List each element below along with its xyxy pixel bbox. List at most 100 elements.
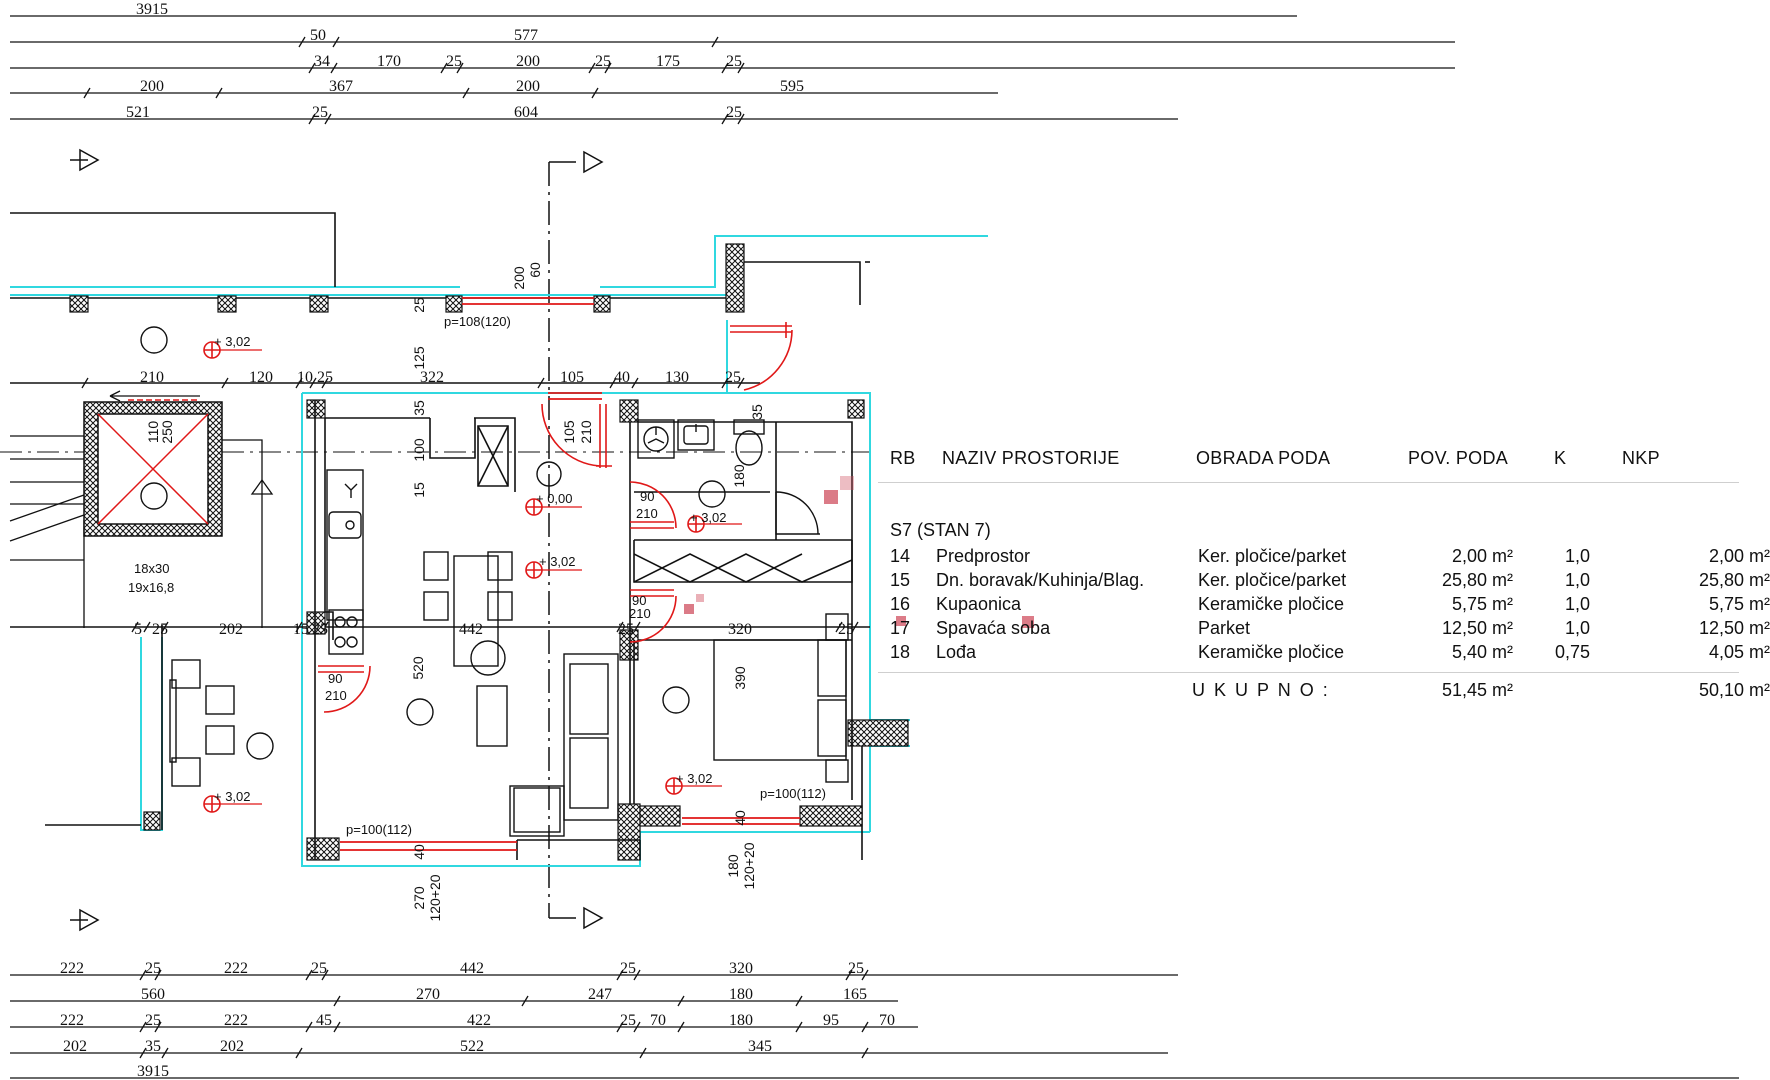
elevator-shaft (83, 399, 223, 537)
legend-cell-floor: Keramičke pločice (1198, 594, 1345, 614)
legend-cell-name: Spavaća soba (936, 618, 1051, 638)
dims-bottom-label: 25 (620, 1012, 636, 1029)
legend-cell-area: 5,40 m² (1451, 642, 1513, 662)
dims-vertical-label: 15 (411, 482, 427, 498)
dims-mid-label: 5 (134, 621, 142, 638)
legend-row: 18 Lođa Keramičke pločice 5,40 m² 0,75 4,05 m… (878, 642, 1770, 666)
top-dimension-lines (10, 15, 1455, 120)
dims-vertical-label: 35 (411, 400, 427, 416)
dims-mid-label: 25 (725, 369, 741, 386)
dims-top-label: 25 (595, 53, 611, 70)
legend-cell-area: 2,00 m² (1451, 546, 1513, 566)
levels-label: + 3,02 (539, 554, 576, 569)
level-markers (203, 341, 705, 813)
plan-labels-label: p=100(112) (760, 786, 826, 801)
dims-bottom-label: 3915 (137, 1063, 169, 1080)
dims-vertical-label: 120+20 (427, 874, 443, 921)
dims-bottom-label: 45 (316, 1012, 332, 1029)
dims-bottom-label: 560 (141, 986, 165, 1003)
watermark-marks (684, 476, 1034, 628)
legend-cell-area: 5,75 m² (1451, 594, 1513, 614)
legend-cell-k: 1,0 (1564, 546, 1590, 566)
dims-top-label: 367 (329, 78, 353, 95)
dims-vertical-label: 390 (732, 666, 748, 690)
room-legend-table: RB NAZIV PROSTORIJE OBRADA PODA POV. POD… (878, 440, 1770, 710)
dims-vertical-label: 40 (732, 810, 748, 826)
dims-vertical-label: 180 (731, 464, 747, 488)
dims-top-label: 25 (726, 53, 742, 70)
legend-cell-name: Predprostor (936, 546, 1031, 566)
dims-vertical-label: 35 (749, 404, 765, 420)
dims-top-label: 25 (312, 104, 328, 121)
dims-top-label: 521 (126, 104, 150, 121)
legend-cell-k: 1,0 (1564, 594, 1590, 614)
plan-labels-label: 90 (640, 489, 654, 504)
header-rb: RB (890, 448, 916, 468)
plan-labels-label: 19x16,8 (128, 580, 174, 595)
dims-vertical-label: 200 (511, 266, 527, 290)
dims-vertical-label: 210 (578, 420, 594, 444)
legend-cell-nkp: 4,05 m² (1708, 642, 1770, 662)
dims-vertical-label: 250 (159, 420, 175, 444)
dims-top-label: 34 (314, 53, 330, 70)
levels-label: + 3,02 (676, 771, 713, 786)
section-label: S7 (STAN 7) (890, 520, 991, 540)
dims-top-label: 595 (780, 78, 804, 95)
dims-mid-label: 442 (459, 621, 483, 638)
plan-labels-label: p=100(112) (346, 822, 412, 837)
legend-cell-rb: 15 (890, 570, 911, 590)
section-markers (70, 148, 604, 932)
plan-labels-label: 18x30 (134, 561, 169, 576)
dims-mid-label: 210 (140, 369, 164, 386)
dims-top-label: 170 (377, 53, 401, 70)
level-underlines (220, 349, 742, 805)
legend-cell-k: 0,75 (1554, 642, 1590, 662)
dims-bottom-label: 165 (843, 986, 867, 1003)
legend-cell-rb: 18 (890, 642, 911, 662)
dims-mid-label: 105 (560, 369, 584, 386)
total-nkp: 50,10 m² (1698, 680, 1770, 700)
furniture (169, 551, 849, 837)
plan-labels-label: 210 (325, 688, 347, 703)
legend-cell-floor: Ker. pločice/parket (1198, 546, 1347, 566)
dims-bottom-label: 25 (848, 960, 864, 977)
dims-mid-label: 25 (312, 621, 328, 638)
dims-mid-label: 320 (728, 621, 752, 638)
plan-labels-label: 210 (629, 606, 651, 621)
dims-bottom-label: 180 (729, 1012, 753, 1029)
dims-bottom-label: 345 (748, 1038, 772, 1055)
dims-vertical-label: 120+20 (741, 842, 757, 889)
dims-vertical-label: 180 (725, 854, 741, 878)
dims-bottom-label: 25 (145, 960, 161, 977)
interior-walls (314, 400, 853, 860)
dims-bottom-label: 70 (650, 1012, 666, 1029)
legend-cell-rb: 17 (890, 618, 911, 638)
legend-cell-name: Dn. boravak/Kuhinja/Blag. (936, 570, 1145, 590)
legend-cell-nkp: 2,00 m² (1708, 546, 1770, 566)
dims-top-label: 200 (140, 78, 164, 95)
dims-bottom-label: 320 (729, 960, 753, 977)
doors (318, 322, 793, 713)
kitchen-fixtures (326, 469, 364, 655)
legend-cell-floor: Parket (1198, 618, 1251, 638)
levels-label: + 0,00 (536, 491, 573, 506)
room-markers (140, 326, 726, 760)
legend-cell-nkp: 5,75 m² (1708, 594, 1770, 614)
header-floor: OBRADA PODA (1196, 448, 1331, 468)
dims-mid-label: 322 (420, 369, 444, 386)
legend-cell-floor: Keramičke pločice (1198, 642, 1345, 662)
dims-vertical-label: 60 (527, 262, 543, 278)
windows (340, 297, 800, 851)
dims-bottom-label: 25 (145, 1012, 161, 1029)
door-bathroom-black (775, 491, 820, 535)
dims-bottom-label: 442 (460, 960, 484, 977)
outline-cyan (10, 235, 988, 867)
dims-mid-label: 120 (249, 369, 273, 386)
legend-cell-name: Lođa (936, 642, 977, 662)
columns (69, 243, 909, 861)
levels-label: + 3,02 (214, 789, 251, 804)
